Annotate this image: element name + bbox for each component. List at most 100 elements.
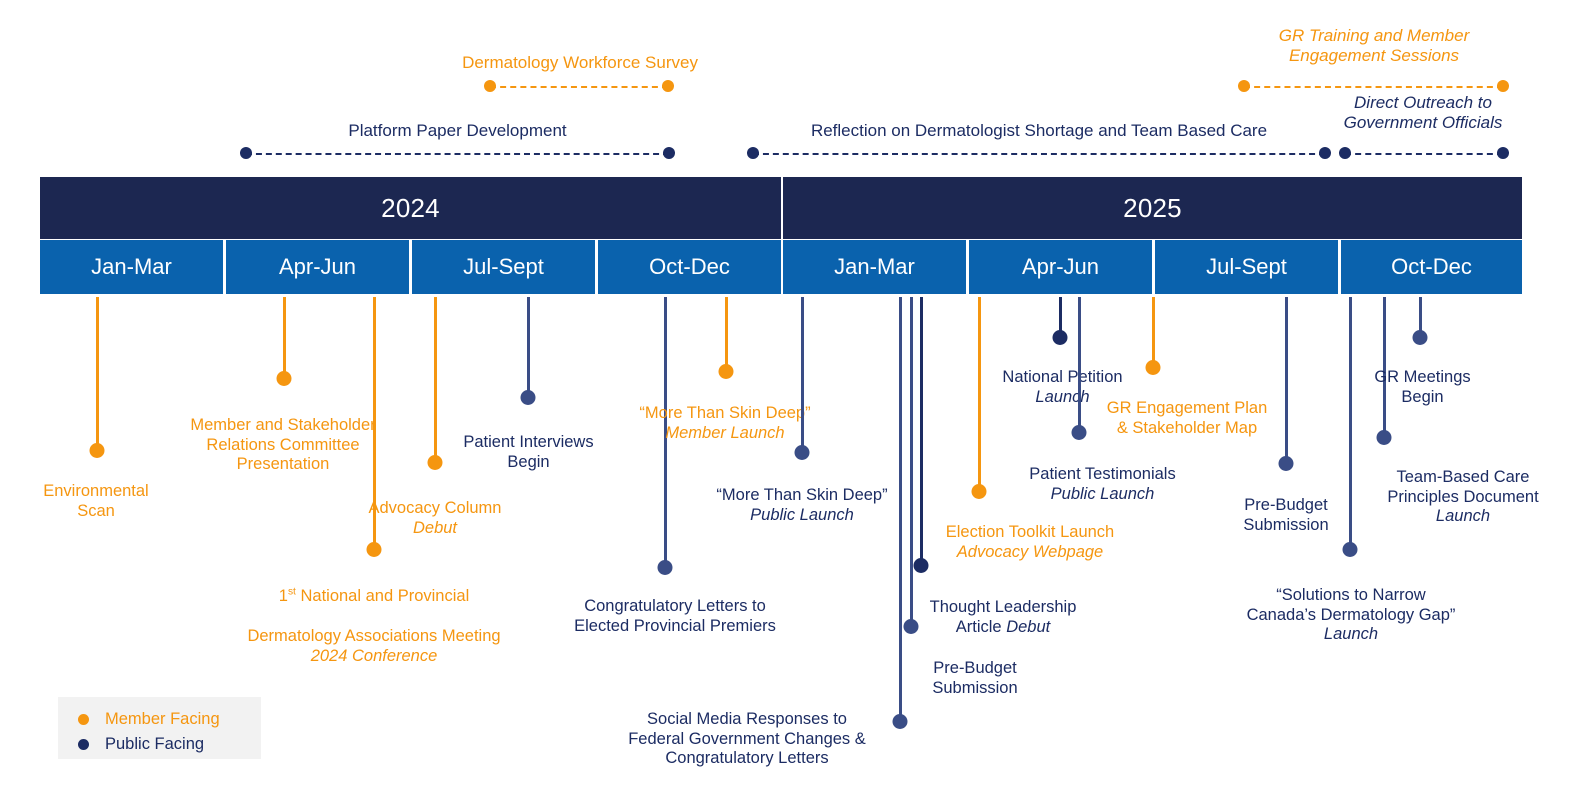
phase-dashed-line [753, 153, 1325, 155]
member-facing-dot-icon [78, 714, 89, 725]
milestone-title: Advocacy Column [368, 498, 502, 517]
milestone-label-patient-interviews-begin: Patient Interviews Begin [441, 413, 616, 472]
stem-national-petition-launch [1052, 297, 1068, 345]
phase-label: Platform Paper Development [348, 121, 567, 140]
milestone-subtitle: Debut [1006, 617, 1051, 636]
quarter-label: Jul-Sept [463, 254, 544, 279]
milestone-subtitle: 2024 Conference [310, 646, 438, 665]
quarter-label: Apr-Jun [1021, 254, 1100, 279]
phase-label: Dermatology Workforce Survey [462, 53, 698, 72]
quarter-cell-2024-oct-dec[interactable]: Oct-Dec [598, 240, 781, 294]
milestone-dot [903, 619, 919, 634]
milestone-dot [1376, 430, 1392, 445]
milestone-title: Social Media Responses to Federal Govern… [628, 709, 866, 768]
milestone-label-advocacy-column-debut: Advocacy Column Debut [337, 479, 533, 558]
quarter-cell-2024-jan-mar[interactable]: Jan-Mar [40, 240, 223, 294]
phase-start-dot [747, 147, 759, 159]
phase-start-dot [1339, 147, 1351, 159]
phase-end-dot [663, 147, 675, 159]
phase-start-dot [1238, 80, 1250, 92]
quarter-label: Jan-Mar [91, 254, 172, 279]
quarter-cell-2025-apr-jun[interactable]: Apr-Jun [969, 240, 1152, 294]
milestone-subtitle: Advocacy Webpage [956, 542, 1104, 561]
milestone-title-line1: 1st National and Provincial [278, 586, 470, 606]
quarter-label: Jan-Mar [834, 254, 915, 279]
phase-label: GR Training and Member Engagement Sessio… [1278, 26, 1470, 66]
milestone-dot [1278, 456, 1294, 471]
phase-start-dot [484, 80, 496, 92]
quarter-label: Oct-Dec [649, 254, 730, 279]
milestone-dot [718, 364, 734, 379]
milestone-dot [913, 558, 929, 573]
quarter-cell-2024-apr-jun[interactable]: Apr-Jun [226, 240, 409, 294]
milestone-dot [89, 443, 105, 458]
milestone-title: Congratulatory Letters to Elected Provin… [574, 596, 776, 635]
milestone-dot [657, 560, 673, 575]
milestone-label-congratulatory-letters-to-elected-provincial-premiers: Congratulatory Letters to Elected Provin… [552, 577, 798, 636]
milestone-subtitle: Launch [1435, 507, 1491, 526]
milestone-subtitle: Member Launch [665, 423, 785, 442]
year-label: 2025 [1123, 192, 1182, 223]
milestone-title: GR Engagement Plan & Stakeholder Map [1106, 398, 1268, 437]
quarter-cell-2025-jan-mar[interactable]: Jan-Mar [783, 240, 966, 294]
legend-label: Public Facing [105, 735, 205, 753]
milestone-subtitle: Launch [1323, 625, 1379, 644]
milestone-dot [892, 714, 908, 729]
milestone-label-gr-meetings-begin: GR Meetings Begin [1345, 348, 1500, 407]
quarter-label: Oct-Dec [1391, 254, 1472, 279]
quarter-cell-2025-jul-sept[interactable]: Jul-Sept [1155, 240, 1338, 294]
milestone-label-election-toolkit-launch: Election Toolkit Launch Advocacy Webpage [930, 503, 1130, 582]
legend-item-public-facing: Public Facing [78, 735, 204, 754]
milestone-dot [971, 484, 987, 499]
quarter-cell-2024-jul-sept[interactable]: Jul-Sept [412, 240, 595, 294]
quarter-cell-2025-oct-dec[interactable]: Oct-Dec [1341, 240, 1522, 294]
milestone-title: Election Toolkit Launch [945, 522, 1115, 541]
stem-pre-budget-submission-2025-q3 [1278, 297, 1294, 471]
milestone-dot [1052, 330, 1068, 345]
milestone-dot [1412, 330, 1428, 345]
phase-end-dot [662, 80, 674, 92]
public-facing-dot-icon [78, 739, 89, 750]
stem-election-toolkit-launch [971, 297, 987, 499]
milestone-label-member-and-stakeholder-relations-committee-presentation: Member and Stakeholder Relations Committ… [143, 396, 423, 475]
milestone-label-social-media-responses-to-federal-government-changes: Social Media Responses to Federal Govern… [606, 690, 888, 769]
milestone-title: Patient Interviews Begin [463, 432, 594, 471]
legend-item-member-facing: Member Facing [78, 710, 220, 729]
milestone-title: Pre-Budget Submission [1243, 495, 1329, 534]
milestone-dot [794, 445, 810, 460]
milestone-dot [276, 371, 292, 386]
milestone-label-team-based-care-principles-document-launch: Team-Based Care Principles Document Laun… [1348, 448, 1578, 547]
year-label: 2024 [381, 192, 440, 223]
year-cell-2025: 2025 [783, 177, 1522, 239]
quarter-label: Jul-Sept [1206, 254, 1287, 279]
milestone-label-first-national-and-provincial-dermatology-associations-meeting: 1st National and Provincial Dermatology … [219, 567, 529, 686]
milestone-title: Environmental Scan [43, 481, 149, 520]
milestone-label-pre-budget-submission-2025-q1: Pre-Budget Submission [900, 639, 1050, 698]
milestone-title: National Petition [1002, 367, 1123, 386]
legend-label: Member Facing [105, 710, 220, 728]
milestone-title: Thought Leadership Article [929, 597, 1077, 636]
phase-label: Direct Outreach to Government Officials [1343, 93, 1503, 133]
milestone-subtitle: Public Launch [1050, 484, 1155, 503]
milestone-subtitle: Launch [1035, 387, 1090, 406]
stem-social-media-responses-to-federal-government-changes [892, 297, 908, 729]
milestone-subtitle: Public Launch [750, 505, 854, 524]
phase-dashed-line [490, 86, 668, 88]
milestone-label-more-than-skin-deep-public-launch: “More Than Skin Deep” Public Launch [675, 466, 929, 545]
milestone-label-gr-engagement-plan-and-stakeholder-map: GR Engagement Plan & Stakeholder Map [1083, 379, 1291, 438]
milestone-title: GR Meetings Begin [1374, 367, 1471, 406]
milestone-dot [520, 390, 536, 405]
stem-member-and-stakeholder-relations-committee-presentation [276, 297, 292, 386]
stem-advocacy-column-debut [427, 297, 443, 470]
milestone-label-thought-leadership-article-debut: Thought Leadership Article Debut [915, 578, 1091, 637]
phase-end-dot [1497, 147, 1509, 159]
year-cell-2024: 2024 [40, 177, 781, 239]
stem-first-national-and-provincial-dermatology-associations-meeting [366, 297, 382, 557]
milestone-dot [1145, 360, 1161, 375]
stem-congratulatory-letters-to-elected-provincial-premiers [657, 297, 673, 575]
phase-end-dot [1497, 80, 1509, 92]
milestone-dot [1342, 542, 1358, 557]
stem-pre-budget-submission-2025-q1 [903, 297, 919, 634]
stem-patient-testimonials-public-launch [1071, 297, 1087, 440]
